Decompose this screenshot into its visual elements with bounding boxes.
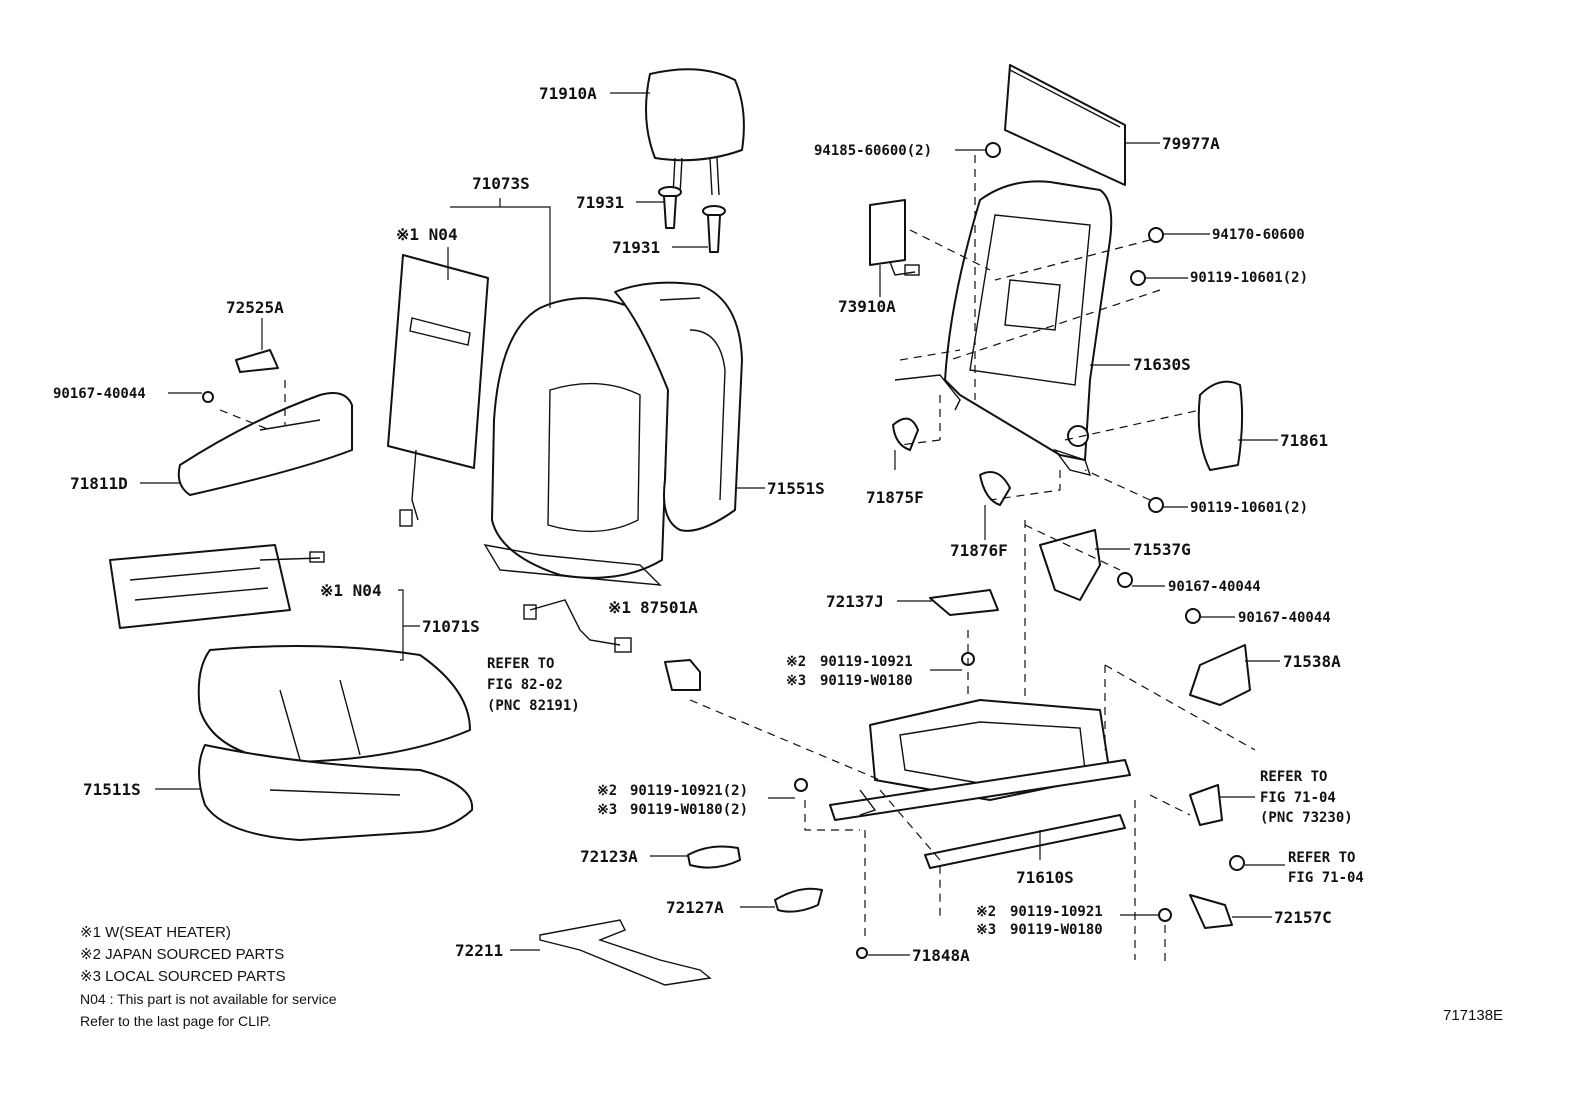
heater-switch-drawing <box>664 659 701 691</box>
label-90167-40044-right-lower: 90167-40044 <box>1238 610 1331 626</box>
marker-3-lower: ※3 <box>976 922 996 938</box>
side-module-drawing <box>869 199 920 276</box>
cushion-cover-drawing <box>197 645 471 763</box>
label-72157C: 72157C <box>1274 908 1332 927</box>
ref-fig-82-02-line1: REFER TO <box>487 656 554 672</box>
leader-lines <box>140 92 1285 956</box>
marker-3-upper: ※3 <box>786 673 806 689</box>
marker-n04-cushion: ※1 N04 <box>320 581 382 600</box>
note-local-sourced: ※3 LOCAL SOURCED PARTS <box>80 968 286 985</box>
label-87501A: 87501A <box>640 598 698 617</box>
label-71875F: 71875F <box>866 488 924 507</box>
legend-notes: ※1 W(SEAT HEATER) ※2 JAPAN SOURCED PARTS… <box>80 924 337 1029</box>
ref-fig-71-04-a-line2: FIG 71-04 <box>1260 790 1336 806</box>
note-n04: N04 : This part is not available for ser… <box>80 991 337 1007</box>
label-90167-40044-left: 90167-40044 <box>53 386 146 402</box>
marker-2-upper: ※2 <box>786 654 806 670</box>
headrest-support-drawing <box>658 186 726 253</box>
label-71073S: 71073S <box>472 174 530 193</box>
label-72123A: 72123A <box>580 847 638 866</box>
label-90119-W0180-middle: 90119-W0180(2) <box>630 802 748 818</box>
figure-id: 717138E <box>1443 1007 1503 1024</box>
label-71931-upper: 71931 <box>576 193 624 212</box>
label-90119-10921-middle: 90119-10921(2) <box>630 783 748 799</box>
note-seat-heater: ※1 W(SEAT HEATER) <box>80 924 231 941</box>
label-71848A: 71848A <box>912 946 970 965</box>
side-shield-drawing <box>177 349 353 496</box>
label-90119-10921-lower: 90119-10921 <box>1010 904 1103 920</box>
label-72137J: 72137J <box>826 592 884 611</box>
label-90119-10601-upper: 90119-10601(2) <box>1190 270 1308 286</box>
label-71511S: 71511S <box>83 780 141 799</box>
hinge-covers-drawing <box>1039 529 1251 706</box>
part-labels: 71910A 71073S 71931 71931 79977A 94185-6… <box>53 84 1364 965</box>
label-90119-W0180-lower: 90119-W0180 <box>1010 922 1103 938</box>
label-71630S: 71630S <box>1133 355 1191 374</box>
label-90119-10921-upper: 90119-10921 <box>820 654 913 670</box>
marker-3-middle: ※3 <box>597 802 617 818</box>
recliner-cover-drawing <box>1197 380 1244 471</box>
label-71551S: 71551S <box>767 479 825 498</box>
label-71811D: 71811D <box>70 474 128 493</box>
harness-drawing <box>523 599 632 653</box>
ref-fig-71-04-b-line2: FIG 71-04 <box>1288 870 1364 886</box>
ref-fig-71-04-b-line1: REFER TO <box>1288 850 1355 866</box>
assembly-dashed-lines <box>219 155 1256 965</box>
seatback-frame-drawing <box>894 180 1113 476</box>
label-71071S: 71071S <box>422 617 480 636</box>
bezel-clips-drawing <box>892 417 1011 506</box>
back-heater-mat-drawing <box>387 254 489 527</box>
cushion-heater-mat-drawing <box>109 544 325 629</box>
label-71931-lower: 71931 <box>612 238 660 257</box>
label-72525A: 72525A <box>226 298 284 317</box>
seatback-board-drawing <box>1004 64 1126 186</box>
ref-fig-82-02-line2: FIG 82-02 <box>487 677 563 693</box>
label-71537G: 71537G <box>1133 540 1191 559</box>
marker-2-lower: ※2 <box>976 904 996 920</box>
seat-track-drawing <box>829 699 1131 869</box>
note-japan-sourced: ※2 JAPAN SOURCED PARTS <box>80 946 284 963</box>
seatback-cover-drawing <box>483 297 670 586</box>
label-79977A: 79977A <box>1162 134 1220 153</box>
label-71538A: 71538A <box>1283 652 1341 671</box>
label-71910A: 71910A <box>539 84 597 103</box>
seatback-pad-drawing <box>614 281 743 532</box>
label-72211: 72211 <box>455 941 503 960</box>
label-72127A: 72127A <box>666 898 724 917</box>
ref-fig-82-02-line3: (PNC 82191) <box>487 698 580 714</box>
label-90119-W0180-upper: 90119-W0180 <box>820 673 913 689</box>
label-71610S: 71610S <box>1016 868 1074 887</box>
label-71861: 71861 <box>1280 431 1328 450</box>
cushion-pad-drawing <box>198 744 474 841</box>
label-94170-60600: 94170-60600 <box>1212 227 1305 243</box>
marker-2-middle: ※2 <box>597 783 617 799</box>
label-94185-60600: 94185-60600(2) <box>814 143 932 159</box>
ref-fig-71-04-a-line1: REFER TO <box>1260 769 1327 785</box>
ref-fig-71-04-a-line3: (PNC 73230) <box>1260 810 1353 826</box>
note-clip: Refer to the last page for CLIP. <box>80 1013 271 1029</box>
label-90119-10601-lower: 90119-10601(2) <box>1190 500 1308 516</box>
label-71876F: 71876F <box>950 541 1008 560</box>
label-90167-40044-right-upper: 90167-40044 <box>1168 579 1261 595</box>
headrest-drawing <box>645 68 745 196</box>
marker-87501A: ※1 <box>608 598 631 617</box>
marker-n04-back: ※1 N04 <box>396 225 458 244</box>
label-73910A: 73910A <box>838 297 896 316</box>
